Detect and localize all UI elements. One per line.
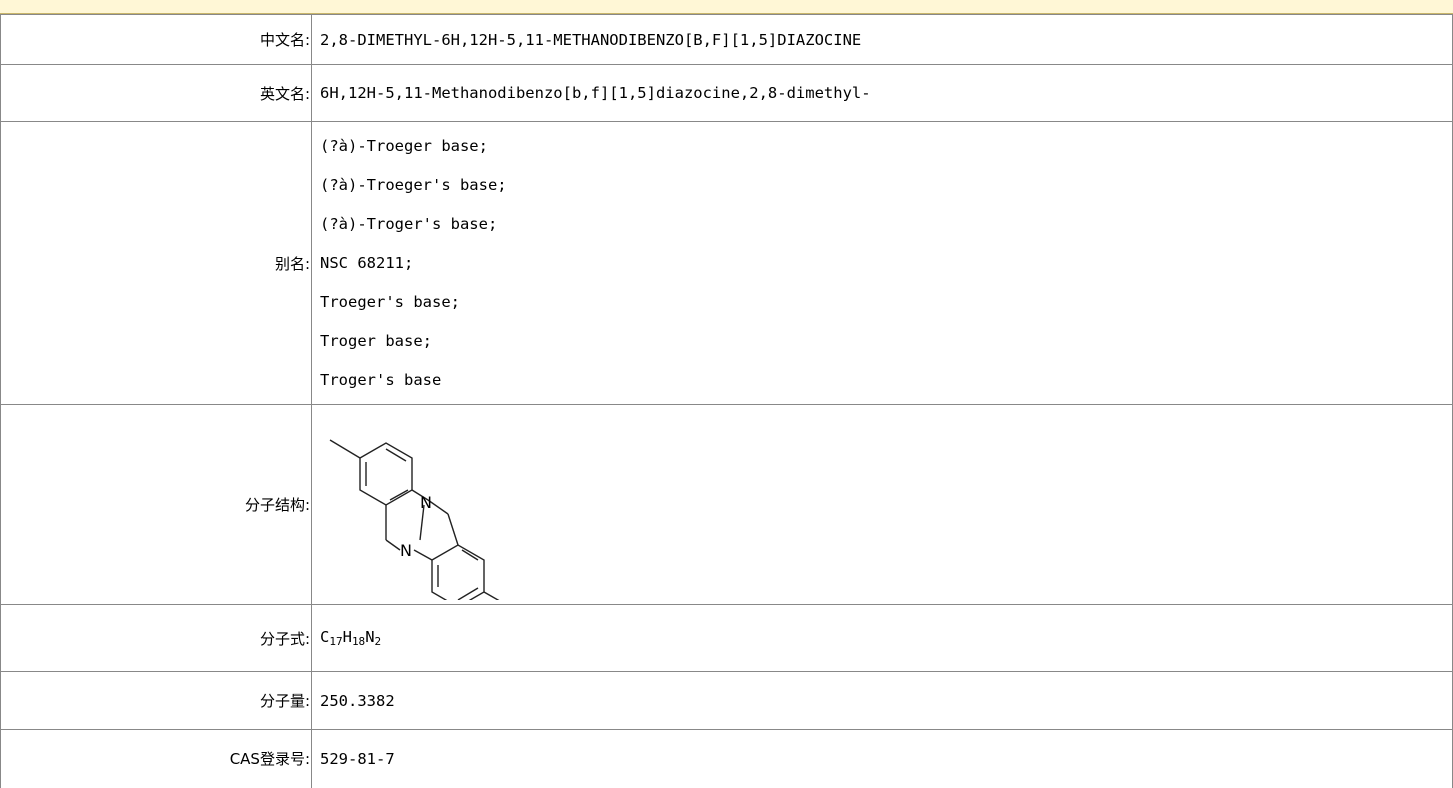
formula-n-count: 2 xyxy=(374,635,382,648)
label-molecular-weight: 分子量: xyxy=(0,671,312,730)
label-cas-number: CAS登录号: xyxy=(0,729,312,788)
alias-item: (?à)-Troeger's base; xyxy=(320,175,507,194)
label-chinese-name: 中文名: xyxy=(0,14,312,65)
formula-c-count: 17 xyxy=(329,635,343,648)
header-bar xyxy=(0,0,1453,14)
value-chinese-name: 2,8-DIMETHYL-6H,12H-5,11-METHANODIBENZO[… xyxy=(311,14,1453,65)
compound-info-table: 中文名: 2,8-DIMETHYL-6H,12H-5,11-METHANODIB… xyxy=(0,14,1453,788)
alias-item: (?à)-Troeger base; xyxy=(320,136,488,155)
label-english-name: 英文名: xyxy=(0,64,312,122)
row-aliases: 别名: (?à)-Troeger base; (?à)-Troeger's ba… xyxy=(0,121,1453,405)
alias-item: Troeger's base; xyxy=(320,292,460,311)
alias-list: (?à)-Troeger base; (?à)-Troeger's base; … xyxy=(320,125,1452,402)
label-formula: 分子式: xyxy=(0,604,312,672)
row-formula: 分子式: C17H18N2 xyxy=(0,604,1453,672)
value-formula: C17H18N2 xyxy=(311,604,1453,672)
alias-item: NSC 68211; xyxy=(320,253,414,272)
row-structure: 分子结构: xyxy=(0,404,1453,605)
value-cas-number: 529-81-7 xyxy=(311,729,1453,788)
value-aliases: (?à)-Troeger base; (?à)-Troeger's base; … xyxy=(311,121,1453,405)
value-structure: N N xyxy=(311,404,1453,605)
row-chinese-name: 中文名: 2,8-DIMETHYL-6H,12H-5,11-METHANODIB… xyxy=(0,14,1453,65)
row-english-name: 英文名: 6H,12H-5,11-Methanodibenzo[b,f][1,5… xyxy=(0,64,1453,122)
label-aliases: 别名: xyxy=(0,121,312,405)
row-molecular-weight: 分子量: 250.3382 xyxy=(0,671,1453,730)
formula-h-count: 18 xyxy=(351,635,366,648)
formula-h: H xyxy=(342,628,352,646)
row-cas-number: CAS登录号: 529-81-7 xyxy=(0,729,1453,788)
molecular-structure-image: N N xyxy=(329,438,500,600)
formula-n: N xyxy=(365,628,375,646)
alias-item: Troger base; xyxy=(320,331,432,350)
value-english-name: 6H,12H-5,11-Methanodibenzo[b,f][1,5]diaz… xyxy=(311,64,1453,122)
alias-item: Troger's base xyxy=(320,370,442,389)
label-structure: 分子结构: xyxy=(0,404,312,605)
value-molecular-weight: 250.3382 xyxy=(311,671,1453,730)
formula-c: C xyxy=(320,628,330,646)
alias-item: (?à)-Troger's base; xyxy=(320,214,498,233)
atom-nitrogen-1: N xyxy=(420,493,432,512)
atom-nitrogen-2: N xyxy=(400,541,412,560)
